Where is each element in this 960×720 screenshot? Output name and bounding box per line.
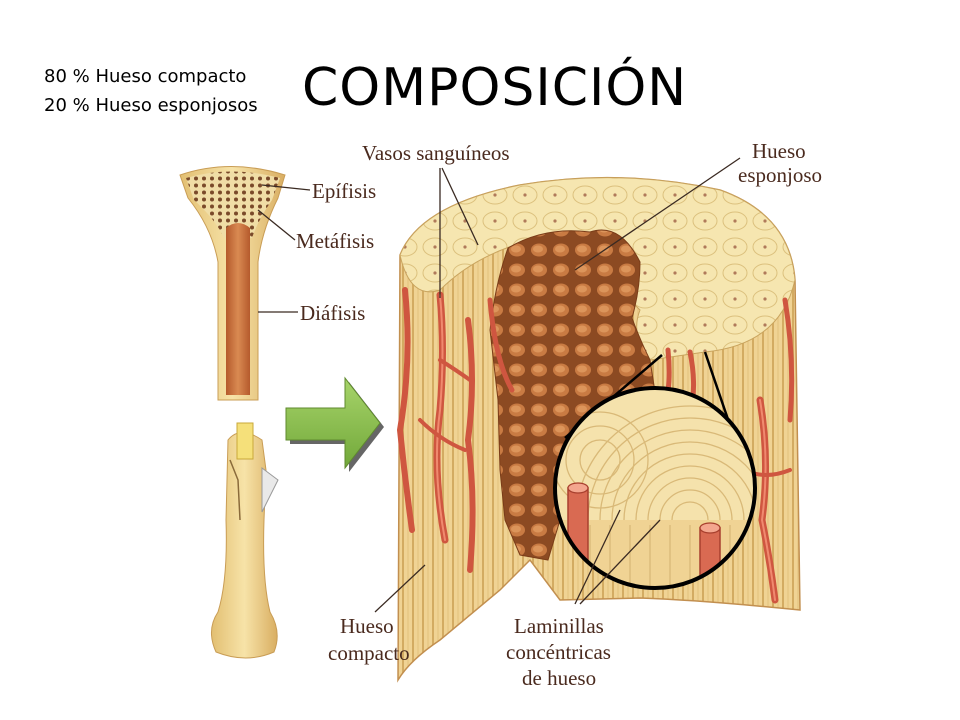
blood-vessels	[396, 287, 795, 604]
green-arrow	[285, 376, 384, 472]
label-hueso-esponjoso-line2: esponjoso	[738, 163, 822, 187]
page-title: COMPOSICIÓN	[302, 58, 688, 118]
label-laminillas-line2: concéntricas	[506, 640, 611, 664]
long-bone-external	[211, 422, 279, 659]
label-hueso-compacto-line2: compacto	[328, 641, 410, 665]
label-metafisis: Metáfisis	[296, 229, 375, 253]
label-epifisis: Epífisis	[312, 179, 377, 203]
stat-spongy-bone: 20 % Hueso esponjosos	[44, 95, 258, 116]
label-hueso-compacto-line1: Hueso	[340, 614, 394, 638]
leader-lines	[257, 157, 741, 613]
label-hueso-esponjoso-line1: Hueso	[752, 139, 806, 163]
label-vasos-sanguineos: Vasos sanguíneos	[362, 141, 510, 165]
long-bone-section	[179, 166, 286, 401]
label-laminillas-line3: de hueso	[522, 666, 597, 690]
label-diafisis: Diáfisis	[300, 301, 366, 325]
stat-compact-bone: 80 % Hueso compacto	[44, 66, 247, 87]
label-laminillas-line1: Laminillas	[514, 614, 604, 638]
